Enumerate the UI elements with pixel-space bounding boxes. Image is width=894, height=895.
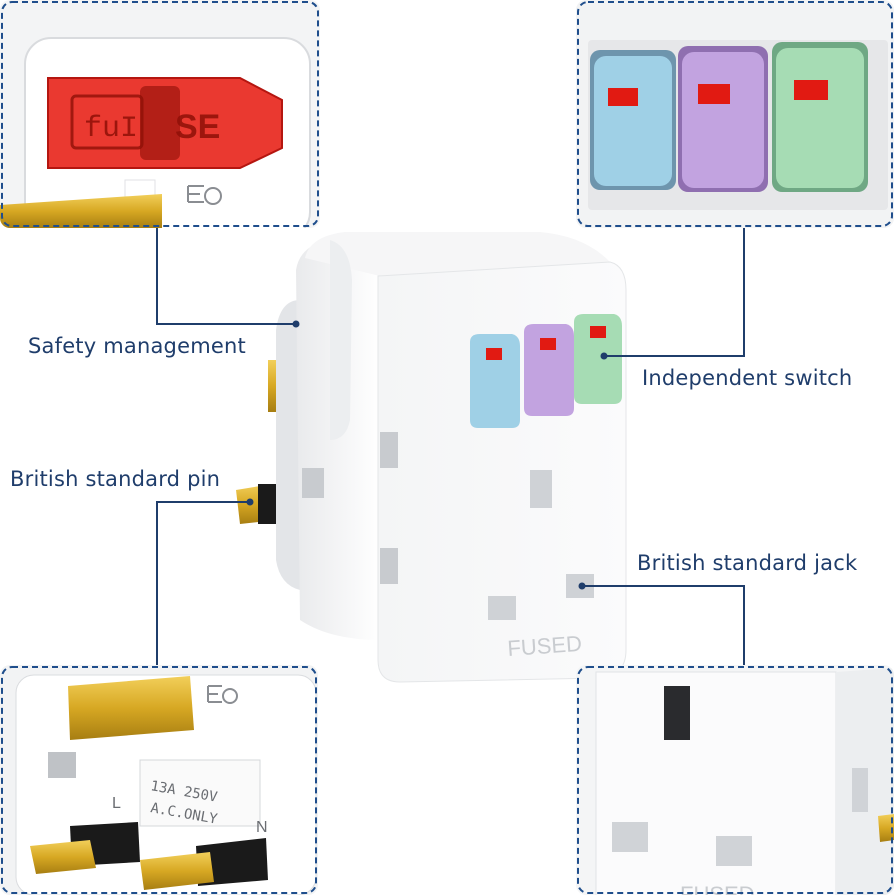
socket-hole-icon <box>48 752 76 778</box>
pin-icon <box>30 840 96 874</box>
pin-frame <box>1 666 317 894</box>
socket-hole-icon <box>380 548 398 584</box>
switch-green <box>772 42 868 192</box>
callout-british-standard-pin: British standard pin <box>10 467 221 491</box>
bs-kitemark-icon <box>207 685 238 704</box>
fuse-cover-frame <box>1 1 319 227</box>
socket-hole-icon <box>302 468 324 498</box>
pin-live-letter: L <box>112 795 121 812</box>
callout-safety-management: Safety management <box>28 334 246 358</box>
callout-independent-switch: Independent switch <box>642 366 853 390</box>
callout-lines <box>156 228 745 665</box>
fuse-cover-left-text: fuI <box>84 112 138 146</box>
socket-hole-icon <box>852 768 868 812</box>
socket-hole-icon <box>664 686 690 740</box>
pin-icon <box>268 360 278 412</box>
fuse-cover-right-text: SE <box>175 108 220 146</box>
fuse-cover-detail: fuI SE <box>0 0 320 228</box>
pin-neutral-letter: N <box>256 819 268 836</box>
callout-british-standard-jack: British standard jack <box>637 551 858 575</box>
socket-hole-icon <box>612 822 648 852</box>
switch-blue-small <box>470 334 520 428</box>
switches-frame <box>577 1 893 227</box>
switch-purple <box>678 46 768 192</box>
jack-fused-text: FUSED <box>680 882 755 895</box>
pin-icon <box>140 852 214 890</box>
bs-kitemark-icon <box>187 185 222 205</box>
socket-hole-icon <box>488 596 516 620</box>
adaptor-plug: FUSED <box>236 232 627 683</box>
switch-blue <box>590 50 676 190</box>
switch-purple-small <box>524 324 574 416</box>
socket-hole-icon <box>716 836 752 866</box>
jack-detail: FUSED <box>576 665 894 895</box>
switch-green-small <box>574 314 622 404</box>
pin-icon <box>0 194 162 228</box>
pin-icon <box>878 814 894 842</box>
jack-frame <box>577 666 893 894</box>
socket-hole-icon <box>530 470 552 508</box>
pin-detail: 13A 250V A.C.ONLY L N <box>0 665 318 895</box>
fused-embossed-text: FUSED <box>507 631 583 661</box>
socket-hole-icon <box>380 432 398 468</box>
switches-detail <box>576 0 894 228</box>
pin-icon <box>68 676 194 740</box>
